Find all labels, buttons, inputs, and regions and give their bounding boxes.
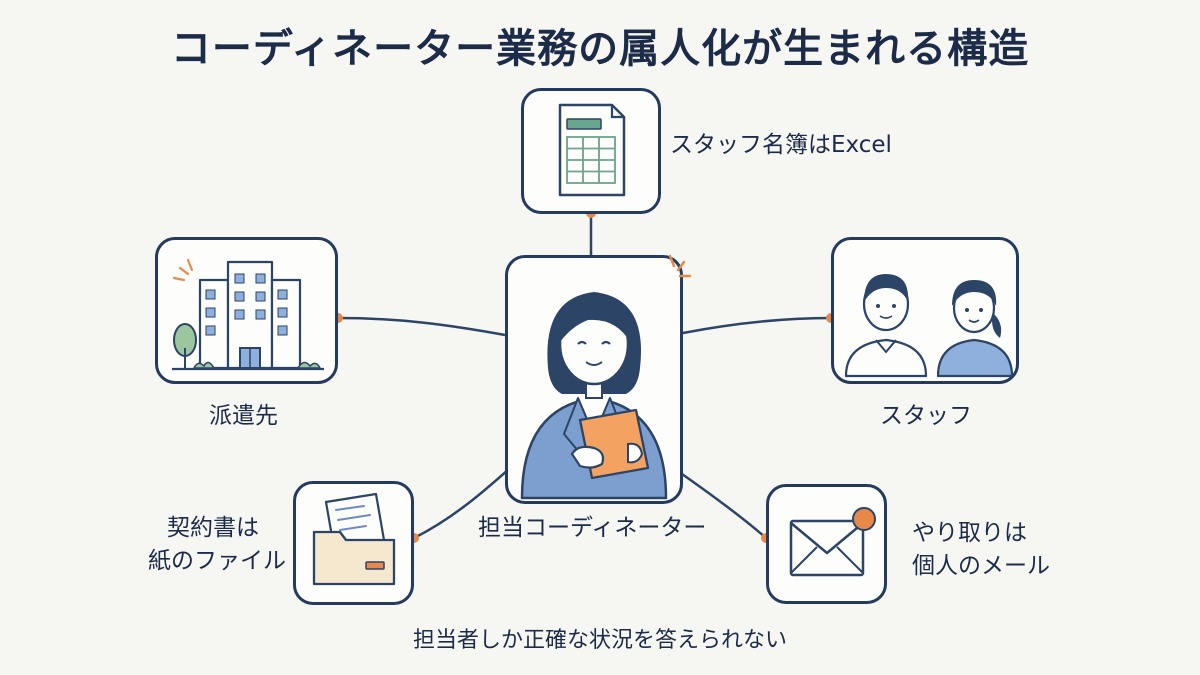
coordinator-card	[505, 255, 683, 504]
client-card	[155, 237, 338, 384]
attention-mark-icon	[668, 254, 692, 278]
contract-label-line2: 紙のファイル	[148, 548, 286, 575]
mail-card	[766, 484, 887, 604]
mail-label: やり取りは 個人のメール	[912, 517, 1050, 584]
mail-label-line2: 個人のメール	[912, 553, 1050, 580]
contract-label-line1: 契約書は	[167, 515, 259, 541]
connector-client	[337, 316, 506, 337]
mail-label-line1: やり取りは	[912, 520, 1027, 546]
connector-staff	[682, 316, 832, 335]
office-building-icon	[172, 258, 324, 371]
contract-card	[293, 481, 414, 605]
notification-dot	[852, 507, 876, 531]
spreadsheet-icon	[558, 103, 626, 197]
coordinator-label: 担当コーディネーター	[478, 515, 707, 541]
footer-caption: 担当者しか正確な状況を答えられない	[412, 628, 787, 653]
excel-label: スタッフ名簿はExcel	[670, 132, 892, 158]
excel-card	[521, 88, 661, 214]
staff-people-icon	[844, 274, 1014, 378]
connector-contract	[413, 467, 511, 540]
coordinator-woman-icon	[520, 292, 668, 500]
staff-card	[831, 237, 1019, 384]
client-label: 派遣先	[209, 403, 278, 429]
staff-label: スタッフ	[880, 403, 972, 429]
envelope-icon	[789, 507, 876, 577]
paper-folder-icon	[312, 492, 396, 586]
diagram-title: コーディネーター業務の属人化が生まれる構造	[170, 26, 1030, 72]
contract-label: 契約書は 紙のファイル	[148, 512, 286, 579]
